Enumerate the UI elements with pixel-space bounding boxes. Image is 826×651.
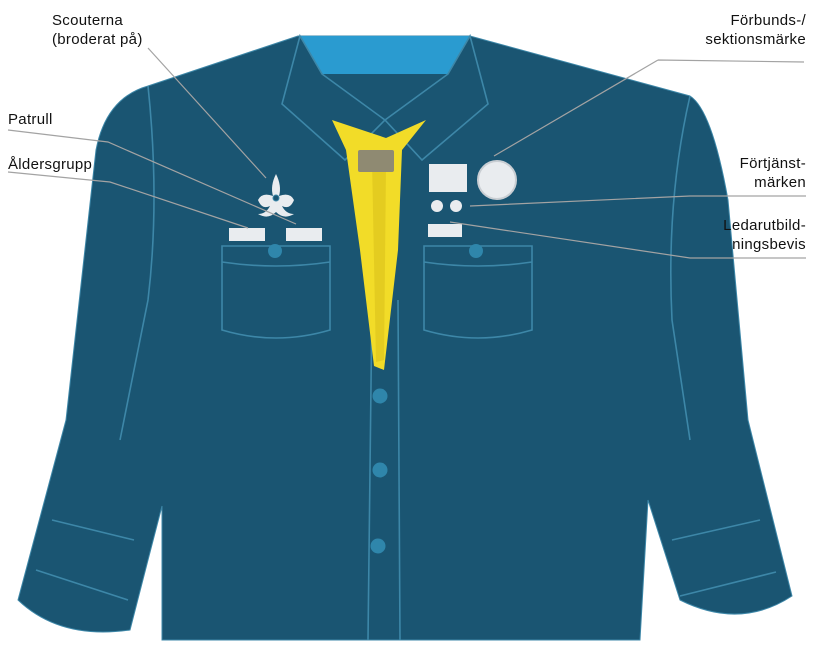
label-fortjanst: Förtjänst- märken [740,154,806,192]
label-aldersgrupp: Åldersgrupp [8,155,92,174]
woggle [358,150,394,172]
label-line: (broderat på) [52,30,143,49]
label-scouterna: Scouterna (broderat på) [52,11,143,49]
label-line: Scouterna [52,11,143,30]
label-ledarutbildning: Ledarutbild- ningsbevis [723,216,806,254]
label-line: Åldersgrupp [8,155,92,174]
forbunds-badge-round [478,161,516,199]
fortjanst-badge [450,200,462,212]
label-line: Patrull [8,110,53,129]
shirt-button [373,389,388,404]
label-line: märken [740,173,806,192]
patrull-badge [286,228,322,241]
label-line: Förtjänst- [740,154,806,173]
shirt-button [371,539,386,554]
label-forbunds: Förbunds-/ sektionsmärke [705,11,806,49]
shirt-button [373,463,388,478]
collar-inner [300,36,470,74]
label-line: sektionsmärke [705,30,806,49]
label-line: Ledarutbild- [723,216,806,235]
ledarutbildning-badge [428,224,462,237]
label-patrull: Patrull [8,110,53,129]
left-pocket-button [268,244,282,258]
forbunds-badge-square [429,164,467,192]
label-line: Förbunds-/ [705,11,806,30]
right-pocket-button [469,244,483,258]
fortjanst-badge [431,200,443,212]
label-line: ningsbevis [723,235,806,254]
aldersgrupp-badge [229,228,265,241]
